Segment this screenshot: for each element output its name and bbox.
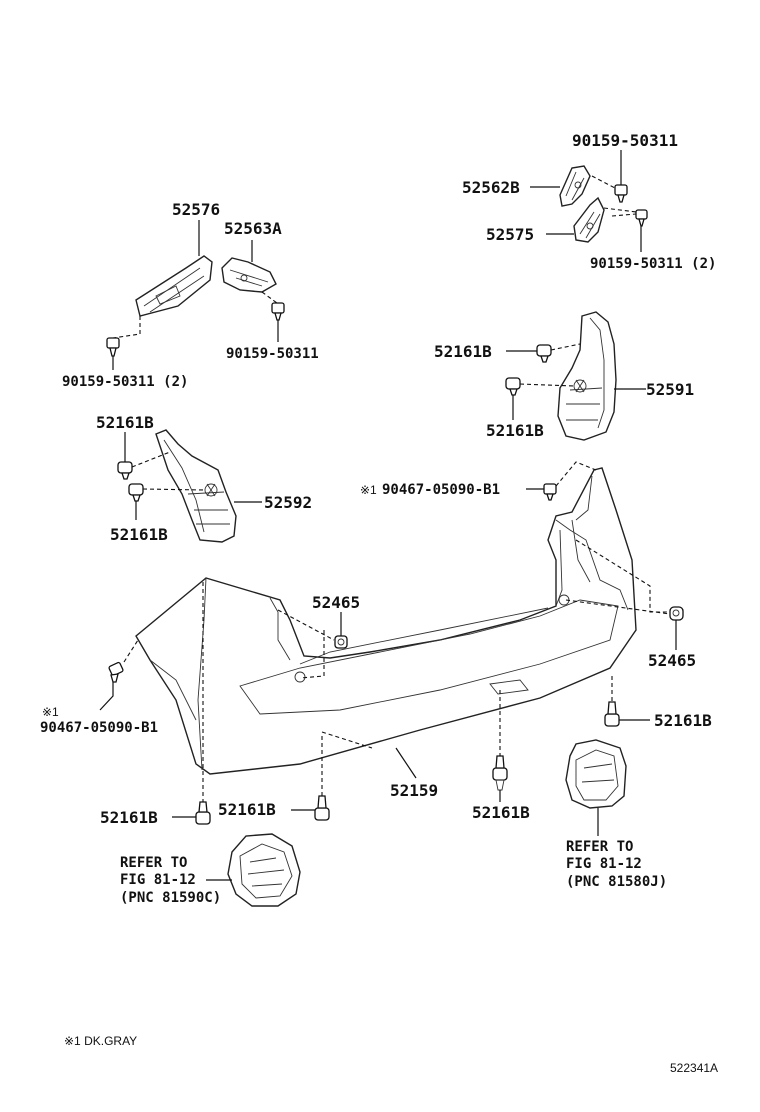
- label-90467-right: 90467-05090-B1: [382, 482, 500, 498]
- screw-90467-left: [108, 661, 124, 683]
- clip-52161b-b3: [492, 755, 508, 791]
- label-52161b-b1: 52161B: [100, 808, 158, 827]
- label-52161b-l2: 52161B: [110, 525, 168, 544]
- screw-90159-top: [614, 184, 628, 203]
- mark-right: ※1: [360, 483, 377, 497]
- label-52161b-b3: 52161B: [472, 803, 530, 822]
- label-52592: 52592: [264, 493, 312, 512]
- label-52576: 52576: [172, 200, 220, 219]
- clip-52161b-b2: [314, 795, 330, 821]
- screw-90467-right: [543, 483, 557, 501]
- label-52159: 52159: [390, 781, 438, 800]
- label-52161b-r3: 52161B: [654, 711, 712, 730]
- bracket-52562b: [559, 165, 591, 207]
- clip-52161b-r1: [536, 344, 552, 363]
- label-52591: 52591: [646, 380, 694, 399]
- label-52575: 52575: [486, 225, 534, 244]
- label-refer-right-2: FIG 81-12: [566, 856, 642, 872]
- label-52161b-b2: 52161B: [218, 800, 276, 819]
- label-refer-left-2: FIG 81-12: [120, 872, 196, 888]
- bracket-52576: [135, 255, 213, 317]
- lamp-81590c: [227, 833, 301, 907]
- label-refer-right-3: (PNC 81580J): [566, 874, 667, 890]
- screw-90159-left: [106, 337, 120, 357]
- clip-52161b-r2: [505, 377, 521, 396]
- label-52161b-r2: 52161B: [486, 421, 544, 440]
- bracket-52575: [573, 196, 605, 243]
- shield-52592: [155, 429, 237, 543]
- bracket-52563a: [221, 257, 277, 293]
- nut-52465-b: [669, 606, 684, 621]
- label-90159-2-left: 90159-50311 (2): [62, 374, 188, 390]
- label-refer-left-3: (PNC 81590C): [120, 890, 221, 906]
- mark-left: ※1: [42, 705, 59, 719]
- nut-52465-a: [334, 635, 348, 649]
- label-52562b: 52562B: [462, 178, 520, 197]
- screw-90159-right: [635, 209, 648, 227]
- clip-52161b-l1: [117, 461, 133, 480]
- label-refer-right-1: REFER TO: [566, 839, 633, 855]
- bumper-cover-52159: [135, 467, 637, 775]
- lamp-81580j: [565, 739, 627, 809]
- label-52465-b: 52465: [648, 651, 696, 670]
- label-90159-mid: 90159-50311: [226, 346, 319, 362]
- clip-52161b-b1: [195, 801, 211, 825]
- label-90159-2-right: 90159-50311 (2): [590, 256, 716, 272]
- footnote: ※1 DK.GRAY: [64, 1034, 137, 1048]
- label-90159-top: 90159-50311: [572, 131, 678, 150]
- screw-90159-mid: [271, 302, 285, 321]
- label-52465-a: 52465: [312, 593, 360, 612]
- label-refer-left-1: REFER TO: [120, 855, 187, 871]
- figure-id: 522341A: [670, 1061, 718, 1075]
- clip-52161b-r3: [604, 701, 620, 727]
- label-52161b-l1: 52161B: [96, 413, 154, 432]
- label-90467-left: 90467-05090-B1: [40, 720, 158, 736]
- clip-52161b-l2: [128, 483, 144, 502]
- shield-52591: [557, 311, 617, 441]
- label-52161b-r1: 52161B: [434, 342, 492, 361]
- label-52563a: 52563A: [224, 219, 282, 238]
